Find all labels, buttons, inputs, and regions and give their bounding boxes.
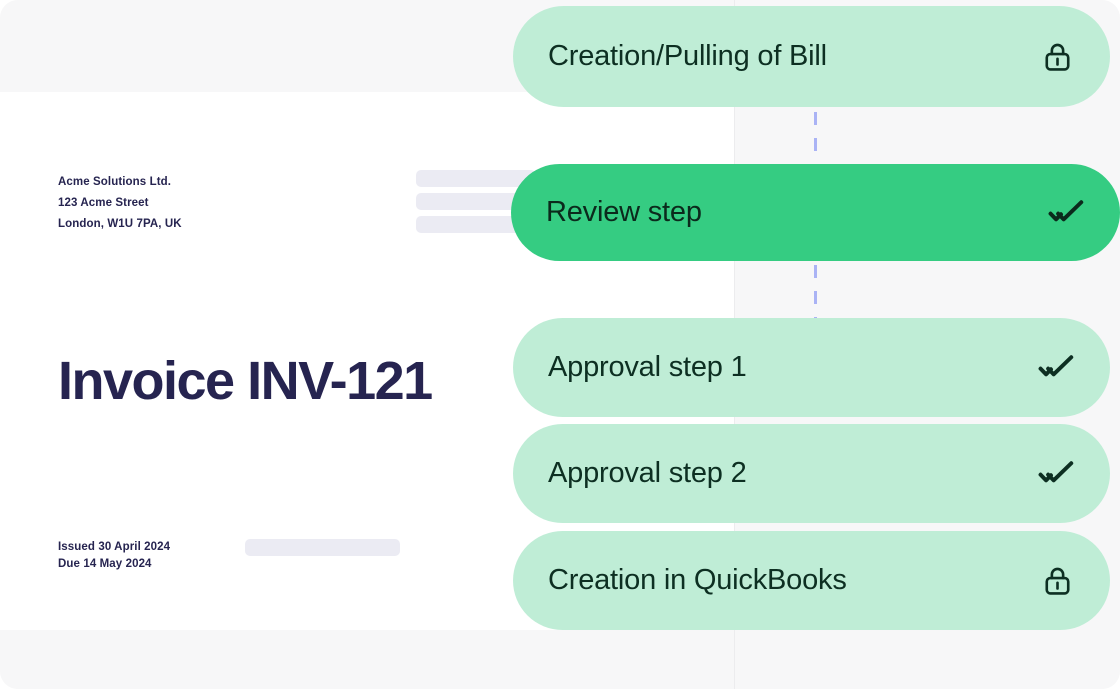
double-check-icon: [1038, 349, 1076, 387]
double-check-icon: [1048, 194, 1086, 232]
step-label: Approval step 1: [548, 351, 747, 383]
lock-icon: [1038, 38, 1076, 76]
issued-date: Issued 30 April 2024: [58, 541, 171, 553]
company-street: 123 Acme Street: [58, 197, 149, 209]
double-check-icon: [1038, 455, 1076, 493]
lock-icon: [1038, 562, 1076, 600]
placeholder-bar-4: [245, 539, 400, 556]
invoice-dates: Issued 30 April 2024 Due 14 May 2024: [58, 539, 170, 573]
due-date: Due 14 May 2024: [58, 558, 152, 570]
workflow-step-review-step[interactable]: Review step: [511, 164, 1120, 261]
placeholder-bar-1: [416, 170, 536, 187]
company-city: London, W1U 7PA, UK: [58, 218, 182, 230]
placeholder-bar-3: [416, 216, 536, 233]
placeholder-bar-2: [416, 193, 536, 210]
step-label: Creation/Pulling of Bill: [548, 40, 827, 72]
workflow-step-creation-in-quickbooks[interactable]: Creation in QuickBooks: [513, 531, 1110, 630]
invoice-title: Invoice INV-121: [58, 351, 433, 411]
workflow-step-approval-step-2[interactable]: Approval step 2: [513, 424, 1110, 523]
step-label: Review step: [546, 196, 702, 228]
step-label: Creation in QuickBooks: [548, 564, 847, 596]
connector-line-2: [814, 265, 817, 319]
connector-line-1: [814, 112, 817, 166]
company-name: Acme Solutions Ltd.: [58, 176, 172, 188]
workflow-step-creation-pulling-of-bill[interactable]: Creation/Pulling of Bill: [513, 6, 1110, 107]
step-label: Approval step 2: [548, 457, 747, 489]
company-address: Acme Solutions Ltd. 123 Acme Street Lond…: [58, 172, 182, 235]
workflow-step-approval-step-1[interactable]: Approval step 1: [513, 318, 1110, 417]
